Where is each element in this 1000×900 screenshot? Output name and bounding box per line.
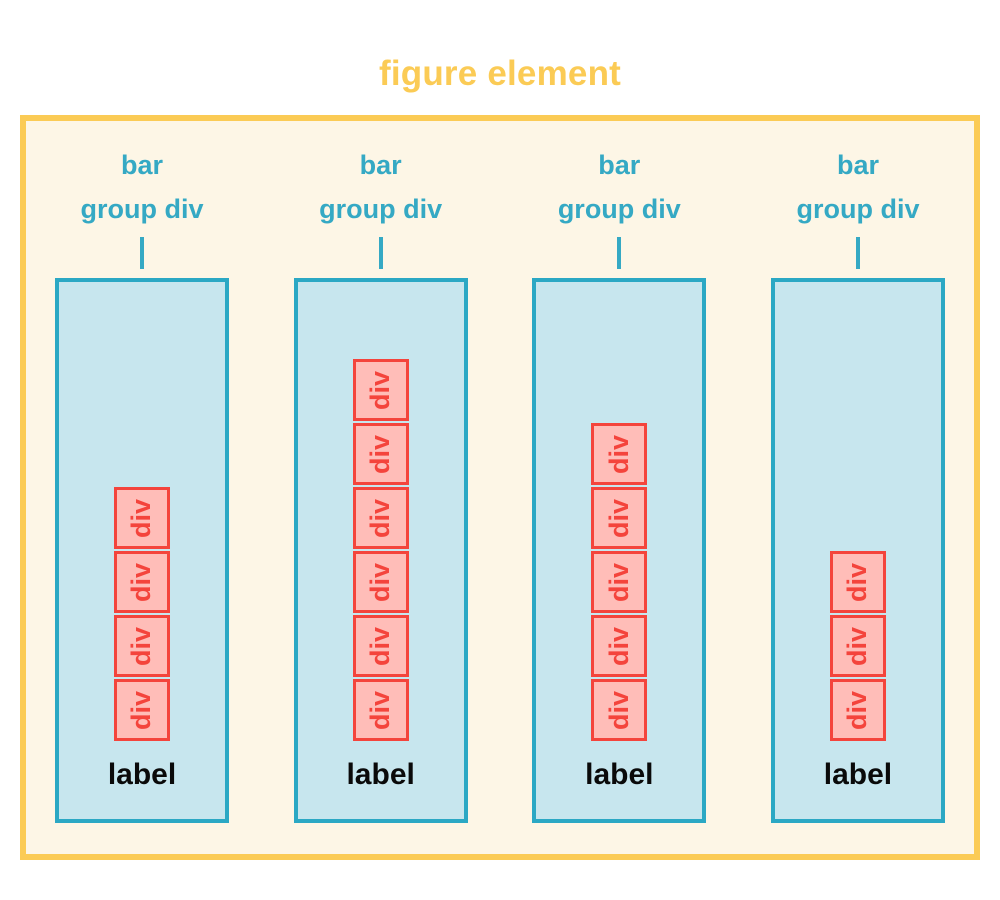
- bar-group-heading: bar group div: [80, 150, 204, 224]
- bar-group-label: label: [823, 758, 893, 791]
- bar-group-box: div div div div label: [55, 278, 229, 823]
- bar-group-box: div div div div div div label: [293, 278, 468, 823]
- bar-div: div: [114, 679, 170, 741]
- bar-group-heading: bar group div: [796, 150, 920, 224]
- bar-div-label: div: [842, 562, 873, 602]
- bar-div-label: div: [603, 690, 634, 730]
- bar-div-label: div: [365, 626, 396, 666]
- bar-div: div: [829, 551, 886, 613]
- bar-div: div: [591, 679, 648, 741]
- bar-stack: div div div div div div: [352, 359, 409, 741]
- bar-div: div: [591, 615, 648, 677]
- connector-line: [855, 237, 860, 269]
- bar-groups-row: bar group div div div div div label bar: [26, 121, 974, 854]
- bar-group-label: label: [585, 758, 654, 791]
- bar-div-label: div: [126, 498, 157, 538]
- bar-group-label: label: [107, 758, 177, 791]
- bar-div-label: div: [365, 498, 396, 538]
- bar-div: div: [591, 551, 648, 613]
- bar-group-heading: bar group div: [557, 150, 681, 224]
- bar-div-label: div: [365, 690, 396, 730]
- bar-div: div: [114, 551, 170, 613]
- bar-div: div: [352, 359, 409, 421]
- bar-div-label: div: [842, 690, 873, 730]
- bar-group-box: div div div label: [770, 278, 945, 823]
- page-title: figure element: [378, 54, 622, 93]
- bar-group-heading: bar group div: [319, 150, 443, 224]
- bar-div-label: div: [126, 562, 157, 602]
- bar-div-label: div: [603, 626, 634, 666]
- bar-div-label: div: [365, 434, 396, 474]
- connector-line: [617, 237, 622, 269]
- bar-group-2: bar group div div div div div div: [293, 121, 468, 823]
- bar-group-4: bar group div div div div label: [770, 121, 945, 823]
- bar-div: div: [829, 679, 886, 741]
- bar-div: div: [591, 487, 648, 549]
- bar-div: div: [352, 551, 409, 613]
- bar-div: div: [352, 615, 409, 677]
- bar-div-label: div: [365, 562, 396, 602]
- bar-div: div: [114, 615, 170, 677]
- bar-div-label: div: [126, 690, 157, 730]
- bar-div: div: [352, 423, 409, 485]
- bar-div-label: div: [603, 562, 634, 602]
- connector-line: [140, 237, 144, 269]
- bar-stack: div div div: [829, 551, 886, 741]
- bar-group-3: bar group div div div div div div: [532, 121, 707, 823]
- bar-stack: div div div div div: [591, 423, 648, 741]
- bar-div: div: [114, 487, 170, 549]
- bar-div: div: [352, 679, 409, 741]
- bar-div-label: div: [603, 498, 634, 538]
- bar-group-box: div div div div div label: [532, 278, 707, 823]
- bar-stack: div div div div: [114, 487, 170, 741]
- bar-div-label: div: [603, 434, 634, 474]
- bar-div-label: div: [126, 626, 157, 666]
- bar-group-1: bar group div div div div div label: [55, 121, 229, 823]
- bar-div: div: [591, 423, 648, 485]
- bar-div-label: div: [842, 626, 873, 666]
- bar-div-label: div: [365, 370, 396, 410]
- bar-div: div: [829, 615, 886, 677]
- bar-group-label: label: [346, 758, 415, 791]
- bar-div: div: [352, 487, 409, 549]
- connector-line: [378, 237, 383, 269]
